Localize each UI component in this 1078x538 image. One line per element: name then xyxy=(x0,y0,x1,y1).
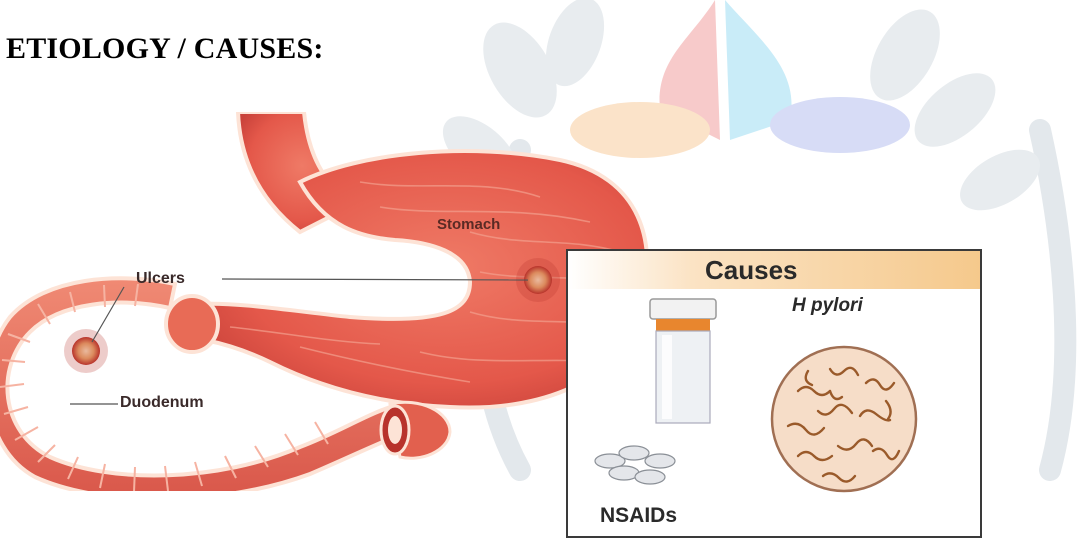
bacteria-icon xyxy=(772,347,916,491)
pills-icon xyxy=(595,446,675,484)
causes-panel: Causes xyxy=(566,249,982,538)
ulcers-label: Ulcers xyxy=(136,270,185,288)
pill-bottle-icon xyxy=(650,299,716,423)
h-pylori-label: H pylori xyxy=(792,295,863,317)
stomach-label: Stomach xyxy=(437,216,500,233)
pylorus xyxy=(166,296,218,352)
duodenum-label: Duodenum xyxy=(120,394,204,412)
page-heading: ETIOLOGY / CAUSES: xyxy=(6,32,324,66)
nsaids-label: NSAIDs xyxy=(600,504,677,528)
causes-illustrations xyxy=(568,251,980,536)
